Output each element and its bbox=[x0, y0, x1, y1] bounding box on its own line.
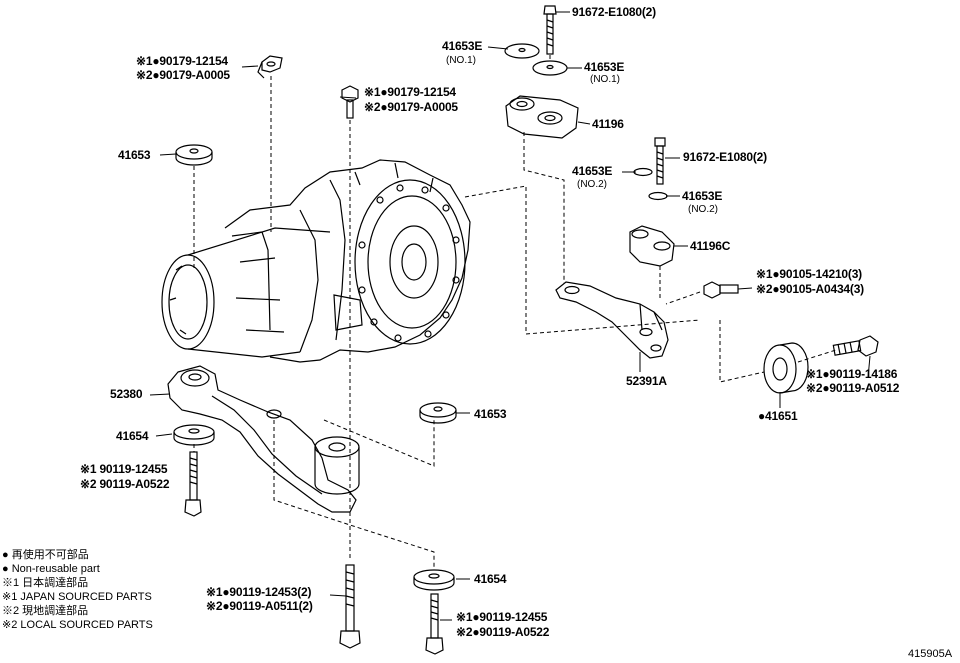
bolt-91672-mid bbox=[654, 137, 666, 185]
label-41653-mid: 41653 bbox=[474, 407, 507, 421]
bolt-91672-top bbox=[543, 5, 557, 55]
label-41653e-no2-left: 41653E bbox=[572, 164, 613, 178]
label-90119-a0511: ※2●90119-A0511(2) bbox=[206, 599, 313, 613]
legend-line-4: ※1 JAPAN SOURCED PARTS bbox=[2, 591, 152, 603]
bolt-90119-14186 bbox=[832, 335, 879, 357]
legend-line-3: ※1 日本調達部品 bbox=[2, 577, 89, 589]
pad-41653-mid bbox=[419, 402, 457, 424]
label-41653e-no1-right-sub: (NO.1) bbox=[590, 74, 620, 85]
label-90105-14210: ※1●90105-14210(3) bbox=[756, 267, 862, 281]
label-bolt-90179-12154: ※1●90179-12154 bbox=[364, 85, 456, 99]
label-41653e-no2-right: 41653E bbox=[682, 189, 723, 203]
pad-41653e-no1-lower bbox=[532, 60, 568, 76]
label-41654-bottom: 41654 bbox=[474, 572, 507, 586]
label-91672-e1080-mid: 91672-E1080(2) bbox=[683, 150, 767, 164]
label-clip-90179-12154: ※1●90179-12154 bbox=[136, 54, 228, 68]
pad-41653e-no1-upper bbox=[504, 43, 540, 59]
leader-lines bbox=[149, 11, 871, 621]
label-90119-a0512: ※2●90119-A0512 bbox=[806, 381, 900, 395]
label-41651: ●41651 bbox=[758, 409, 798, 423]
mount-41196 bbox=[505, 95, 579, 139]
figure-reference: 415905A bbox=[908, 648, 953, 660]
label-41654-left: 41654 bbox=[116, 429, 149, 443]
label-91672-e1080-top: 91672-E1080(2) bbox=[572, 5, 656, 19]
pad-41653e-no2-upper bbox=[633, 167, 653, 177]
bolt-90105 bbox=[703, 281, 739, 299]
label-90105-a0434: ※2●90105-A0434(3) bbox=[756, 282, 864, 296]
pad-41653e-no2-lower bbox=[648, 191, 668, 201]
legend-line-1: ● 再使用不可部品 bbox=[2, 549, 89, 561]
label-41653e-no1-left: 41653E bbox=[442, 39, 483, 53]
label-41653e-no1-right: 41653E bbox=[584, 60, 625, 74]
label-41653e-no2-left-sub: (NO.2) bbox=[577, 179, 607, 190]
label-clip-90179-a0005: ※2●90179-A0005 bbox=[136, 68, 230, 82]
bolt-90119-12453 bbox=[339, 564, 361, 649]
label-52391a: 52391A bbox=[626, 374, 667, 388]
pad-41654-left bbox=[173, 424, 215, 446]
label-41196c: 41196C bbox=[690, 239, 731, 253]
label-90119-14186: ※1●90119-14186 bbox=[806, 367, 898, 381]
mount-41196c bbox=[629, 225, 675, 267]
legend-line-5: ※2 現地調達部品 bbox=[2, 605, 89, 617]
legend: ● 再使用不可部品 ● Non-reusable part ※1 日本調達部品 … bbox=[2, 548, 153, 632]
label-90119-12455-left: ※1 90119-12455 bbox=[80, 462, 168, 476]
clip-90179 bbox=[257, 55, 283, 79]
bolt-90119-12455-bottom bbox=[425, 593, 444, 655]
label-41653e-no1-left-sub: (NO.1) bbox=[446, 55, 476, 66]
label-90119-a0522-bottom: ※2●90119-A0522 bbox=[456, 625, 550, 639]
label-41653-left: 41653 bbox=[118, 148, 151, 162]
legend-line-2: ● Non-reusable part bbox=[2, 563, 100, 575]
label-41653e-no2-right-sub: (NO.2) bbox=[688, 204, 718, 215]
legend-line-6: ※2 LOCAL SOURCED PARTS bbox=[2, 619, 153, 631]
pad-41654-bottom bbox=[413, 569, 455, 591]
label-90119-12455-bottom: ※1●90119-12455 bbox=[456, 610, 548, 624]
label-41196: 41196 bbox=[592, 117, 624, 131]
rear-member-52391a bbox=[555, 281, 669, 359]
differential-carrier bbox=[161, 159, 471, 363]
label-52380: 52380 bbox=[110, 387, 143, 401]
bolt-90179 bbox=[341, 85, 359, 119]
bushing-41651 bbox=[763, 342, 809, 394]
pad-41653-left bbox=[175, 144, 213, 166]
label-90119-a0522-left: ※2 90119-A0522 bbox=[80, 477, 170, 491]
assembly-lines bbox=[193, 55, 837, 568]
bolt-90119-12455-left bbox=[184, 451, 202, 517]
label-bolt-90179-a0005: ※2●90179-A0005 bbox=[364, 100, 458, 114]
label-90119-12453: ※1●90119-12453(2) bbox=[206, 585, 312, 599]
